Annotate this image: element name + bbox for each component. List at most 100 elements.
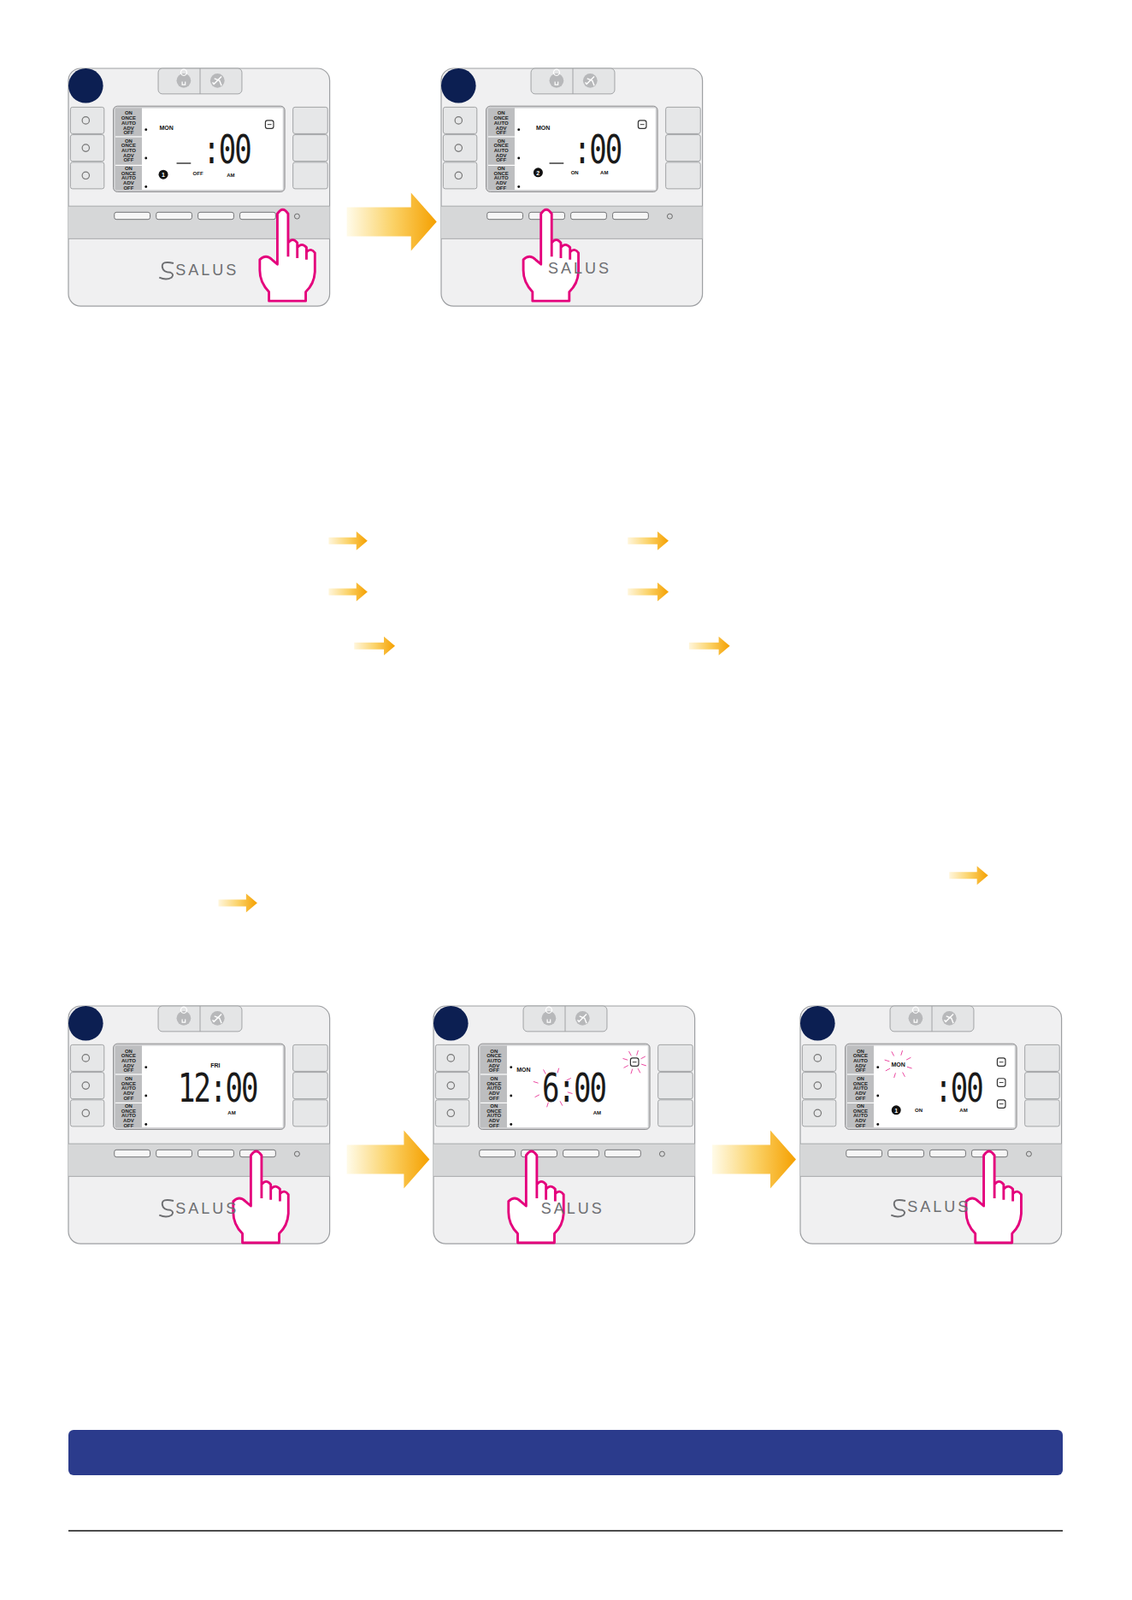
status-led	[660, 1151, 666, 1157]
side-button	[293, 1045, 329, 1073]
lcd-frame	[485, 106, 658, 192]
status-label: AM	[600, 170, 608, 176]
time-digits: :00	[573, 130, 621, 171]
brand-logo: SALUS	[541, 1201, 605, 1217]
side-button	[293, 1073, 329, 1100]
button-icon	[448, 1109, 455, 1117]
radiator-icon-line	[640, 123, 645, 125]
side-button	[1025, 1073, 1061, 1100]
lcd-screen	[141, 1046, 283, 1129]
side-button	[658, 1073, 694, 1100]
mode-dot	[876, 1066, 879, 1069]
channel-badge	[891, 1105, 902, 1115]
push-button	[563, 1149, 600, 1157]
push-button	[486, 212, 523, 219]
brand-logo: SALUS	[548, 260, 612, 277]
flow-arrow	[712, 1131, 796, 1190]
button-band	[433, 1143, 696, 1177]
radiator-icon	[996, 1078, 1006, 1088]
mode-dot	[876, 1095, 879, 1098]
radiator-icon-line	[999, 1061, 1004, 1063]
flash-ray	[629, 1051, 632, 1056]
tab-divider	[565, 1006, 566, 1032]
button-icon	[454, 144, 462, 152]
logo-swirl	[159, 1200, 174, 1218]
flash-ray	[907, 1067, 913, 1069]
pointing-hand	[523, 209, 578, 301]
radiator-icon-line	[999, 1103, 1004, 1105]
mode-label: ON ONCE AUTO ADV OFF	[121, 1077, 136, 1102]
flash-ray	[624, 1066, 629, 1069]
mode-label: ON ONCE AUTO ADV OFF	[486, 1104, 502, 1129]
push-button	[612, 212, 649, 219]
logo-swirl	[890, 1200, 906, 1218]
thermostat-unit: ON ONCE AUTO ADV OFF ON ONCE AUTO ADV OFF…	[68, 1006, 331, 1245]
mode-dot	[517, 128, 520, 131]
push-button	[198, 1149, 235, 1157]
button-band	[68, 1143, 331, 1177]
plane-symbol	[584, 76, 595, 87]
mode-dot	[144, 157, 148, 160]
step-circle	[433, 1006, 469, 1042]
side-button	[70, 106, 104, 134]
push-button	[605, 1149, 642, 1157]
flow-arrow	[347, 1131, 431, 1190]
band-edge	[68, 238, 331, 240]
channel-number: 1	[161, 171, 166, 178]
flash-ray	[894, 1073, 897, 1079]
mode-dot	[517, 185, 520, 189]
time-digits: 12:00	[177, 1068, 257, 1109]
side-button	[293, 106, 329, 134]
bulb-symbol	[180, 1007, 187, 1023]
button-icon	[454, 171, 462, 179]
time-digits: :00	[934, 1068, 982, 1109]
flash-ray	[902, 1073, 906, 1078]
device-housing	[68, 68, 331, 307]
band-edge	[68, 206, 331, 207]
side-button	[1025, 1100, 1061, 1127]
side-button	[70, 1100, 104, 1127]
step-arrow	[627, 582, 669, 602]
channel-number: 1	[894, 1107, 898, 1114]
bulb-icon	[548, 73, 564, 89]
mode-label: ON ONCE AUTO ADV OFF	[121, 1049, 136, 1074]
mode-label: ON ONCE AUTO ADV OFF	[486, 1077, 502, 1102]
side-button	[70, 1073, 104, 1100]
radiator-icon-line	[632, 1061, 637, 1063]
thermostat-unit: ON ONCE AUTO ADV OFF ON ONCE AUTO ADV OFF…	[433, 1006, 696, 1245]
mode-dot	[144, 1095, 148, 1098]
flash-ray	[901, 1050, 903, 1056]
bulb-icon	[176, 1011, 192, 1026]
flash-ray	[535, 1095, 540, 1098]
button-icon	[82, 144, 89, 152]
mode-label: ON ONCE AUTO ADV OFF	[494, 138, 509, 163]
day-label: FRI	[210, 1062, 220, 1069]
lcd-frame	[845, 1043, 1018, 1130]
bulb-symbol	[546, 1007, 553, 1023]
radiator-icon	[637, 120, 647, 130]
push-button	[198, 212, 235, 219]
band-edge	[441, 206, 703, 207]
top-button-tab	[890, 1006, 974, 1032]
side-button	[293, 1100, 329, 1127]
mode-label: ON ONCE AUTO ADV OFF	[121, 111, 136, 136]
button-band	[441, 206, 703, 239]
channel-number: 2	[536, 169, 540, 176]
mode-dot	[144, 1123, 148, 1127]
side-button	[801, 1100, 836, 1127]
mode-label: ON ONCE AUTO ADV OFF	[121, 166, 136, 191]
side-button	[70, 162, 104, 189]
status-label: AM	[226, 172, 235, 178]
button-icon	[813, 1109, 821, 1117]
bulb-icon	[542, 1011, 557, 1026]
top-button-tab	[530, 68, 615, 95]
mode-label: ON ONCE AUTO ADV OFF	[853, 1104, 868, 1129]
mode-dot	[144, 185, 148, 189]
step-circle	[68, 68, 104, 104]
button-icon	[813, 1082, 821, 1090]
radiator-icon	[996, 1058, 1006, 1068]
side-button	[801, 1073, 836, 1100]
side-button	[293, 135, 329, 162]
status-label: OFF	[193, 170, 204, 177]
side-button	[442, 162, 477, 189]
